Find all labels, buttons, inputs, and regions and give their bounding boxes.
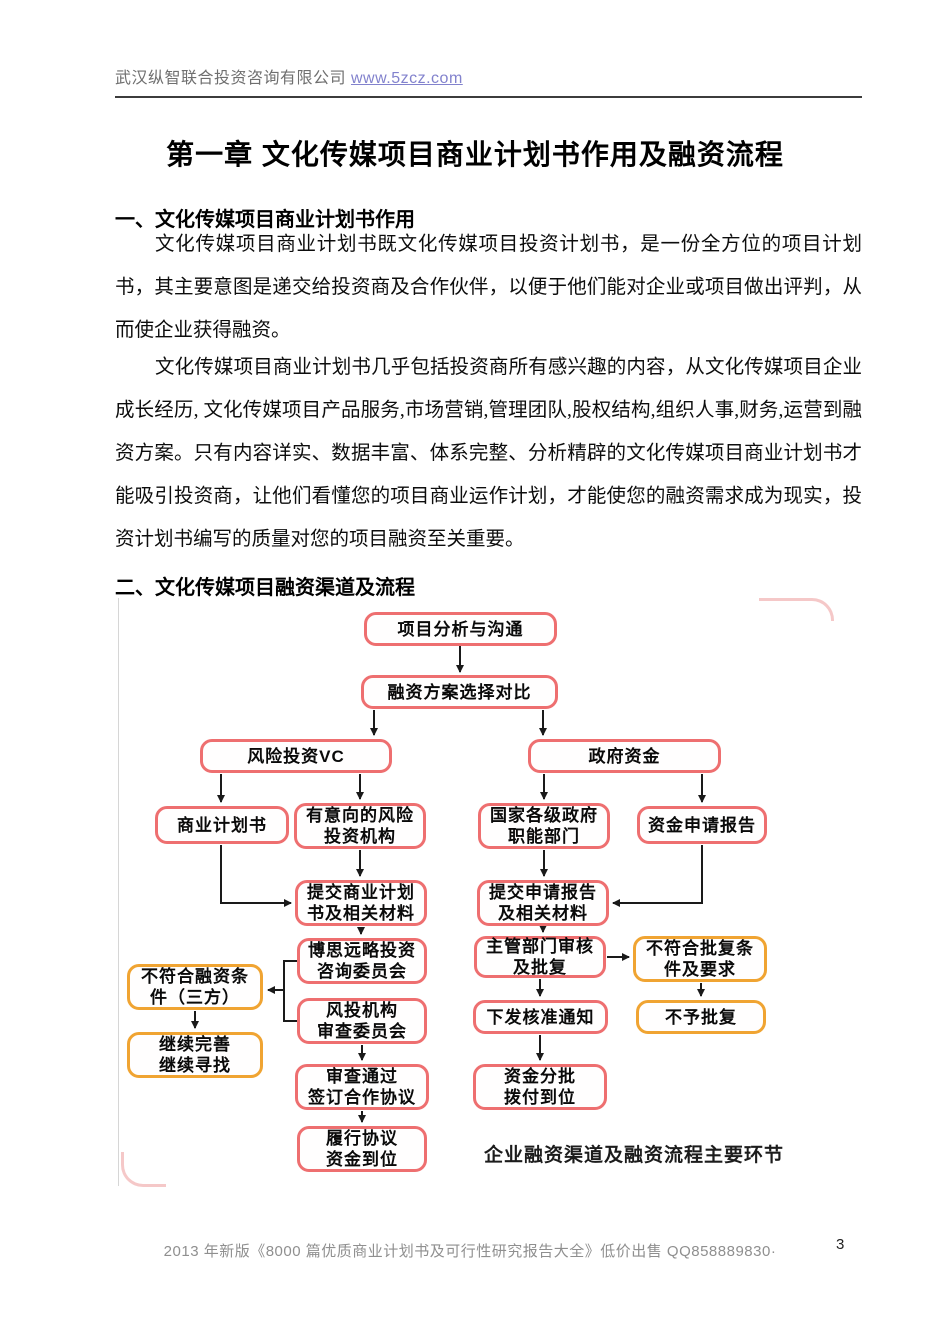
flow-node-reject: 不予批复 [636,1000,766,1034]
flow-edges [191,646,706,1123]
company-url-link[interactable]: www.5zcz.com [350,70,463,87]
footer-text: 2013 年新版《8000 篇优质商业计划书及可行性研究报告大全》低价出售 QQ… [163,1243,777,1260]
flow-node-gov: 政府资金 [528,739,721,773]
flow-node-review: 风投机构 审查委员会 [297,998,427,1044]
flow-node-govdept: 国家各级政府 职能部门 [478,803,610,849]
flow-node-analysis: 项目分析与沟通 [364,612,557,646]
flow-edge-fundreport-submitreport [612,845,703,907]
flow-node-authority: 主管部门审核 及批复 [474,936,606,978]
flow-node-nomatch2: 不符合批复条 件及要求 [633,936,767,982]
flow-node-bp: 商业计划书 [155,806,289,844]
page-header: 武汉纵智联合投资咨询有限公司 www.5zcz.com [115,64,862,98]
flow-node-committee: 博思远略投资 咨询委员会 [297,938,427,984]
flow-node-submitbp: 提交商业计划 书及相关材料 [295,880,427,926]
section2-heading: 二、文化传媒项目融资渠道及流程 [115,577,415,599]
flow-edge-bp-submitbp [220,845,292,907]
page-number: 3 [836,1236,845,1253]
page-title: 第一章 文化传媒项目商业计划书作用及融资流程 [166,139,784,170]
section1-paragraph-1: 文化传媒项目商业计划书既文化传媒项目投资计划书，是一份全方位的项目计划书，其主要… [115,234,862,341]
flow-node-notice: 下发核准通知 [473,1000,608,1034]
flow-node-vc: 风险投资VC [200,739,392,773]
flowchart-caption: 企业融资渠道及融资流程主要环节 [483,1145,784,1166]
flow-edge-committee-review-bracket [283,960,297,1022]
flowchart: 企业融资渠道及融资流程主要环节 项目分析与沟通融资方案选择对比风险投资VC 政府资… [118,598,834,1187]
flow-node-approve: 审查通过 签订合作协议 [295,1064,429,1110]
chart-frame-corner-bottom-left [121,1152,166,1187]
flow-node-compare: 融资方案选择对比 [361,675,558,709]
section1-paragraph-2: 文化传媒项目商业计划书几乎包括投资商所有感兴趣的内容，从文化传媒项目企业成长经历… [115,357,862,550]
flow-node-fundreport: 资金申请报告 [637,806,767,844]
chart-frame-corner-top-right [759,598,834,621]
flow-node-vcfirm: 有意向的风险 投资机构 [294,803,426,849]
company-name: 武汉纵智联合投资咨询有限公司 [115,70,347,87]
flow-node-fulfill: 履行协议 资金到位 [297,1126,427,1172]
flow-node-funds: 资金分批 拨付到位 [473,1064,607,1110]
flow-node-submitreport: 提交申请报告 及相关材料 [477,880,609,926]
flow-node-nomatch1: 不符合融资条 件（三方） [127,964,263,1010]
section1-heading: 一、文化传媒项目商业计划书作用 [115,209,415,231]
flow-node-continue: 继续完善 继续寻找 [127,1032,263,1078]
